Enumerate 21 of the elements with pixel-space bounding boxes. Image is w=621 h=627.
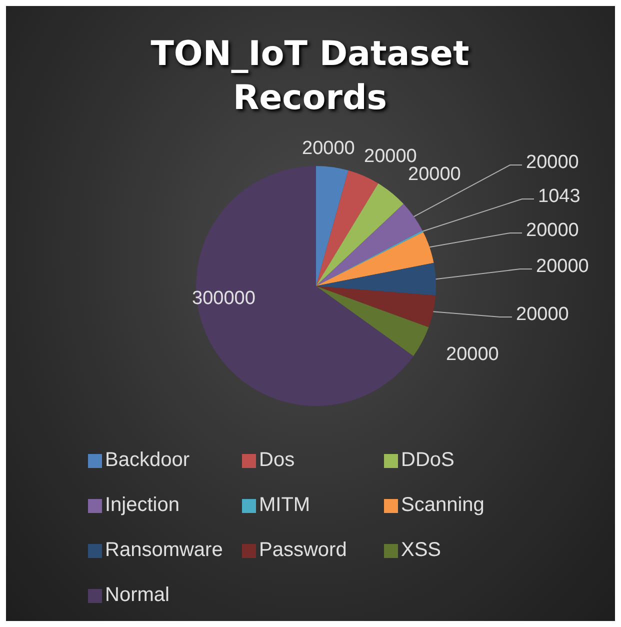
data-label: 20000: [408, 164, 461, 186]
data-label: 20000: [526, 220, 579, 242]
data-label: 20000: [364, 146, 417, 167]
data-label: 20000: [302, 138, 355, 160]
legend-label: MITM: [259, 494, 310, 517]
data-label: 20000: [526, 152, 579, 174]
legend-label: Ransomware: [105, 539, 223, 562]
legend-label: DDoS: [401, 449, 454, 472]
legend-label: Scanning: [401, 494, 484, 517]
legend-label: XSS: [401, 539, 442, 562]
legend-label: Normal: [105, 584, 170, 607]
data-label: 20000: [536, 256, 589, 278]
data-label: 300000: [192, 288, 256, 310]
legend-label: Injection: [105, 494, 180, 517]
chart-title: TON_IoT Dataset Records: [150, 33, 470, 120]
data-label: 20000: [516, 304, 569, 326]
legend-label: Backdoor: [105, 449, 190, 472]
legend-label: Dos: [259, 449, 295, 472]
data-label: 1043: [538, 186, 580, 208]
legend-label: Password: [259, 539, 347, 562]
data-label: 20000: [446, 344, 499, 366]
